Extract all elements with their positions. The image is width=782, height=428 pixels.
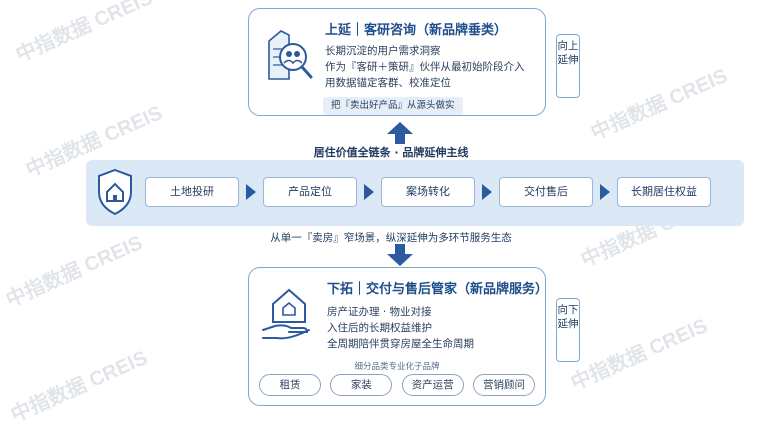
shield-home-icon bbox=[98, 168, 132, 216]
chain-step: 长期居住权益 bbox=[617, 177, 711, 207]
sub-brand-caption: 细分品类专业化子品牌 bbox=[354, 362, 440, 372]
sub-brand-tag: 租赁 bbox=[259, 374, 321, 396]
upstream-panel: 上延｜客研咨询（新品牌垂类） 长期沉淀的用户需求洞察 作为『客研＋策研』伙伴从最… bbox=[248, 8, 546, 116]
watermark: 中指数据 CREIS bbox=[7, 346, 151, 427]
chain-step: 土地投研 bbox=[145, 177, 239, 207]
down-arrow-icon bbox=[387, 244, 413, 266]
extend-label: 从单一『卖房』窄场景，纵深延伸为多环节服务生态 bbox=[270, 232, 512, 244]
watermark: 中指数据 CREIS bbox=[567, 314, 711, 395]
chain-step: 交付售后 bbox=[499, 177, 593, 207]
chain-arrow-icon bbox=[600, 184, 610, 200]
upstream-lines: 长期沉淀的用户需求洞察 作为『客研＋策研』伙伴从最初始阶段介入 用数据锚定客群、… bbox=[325, 43, 525, 91]
research-magnifier-icon bbox=[268, 30, 313, 80]
mainline-label: 居住价值全链条 · 品牌延伸主线 bbox=[313, 146, 469, 159]
downstream-lines: 房产证办理 · 物业对接 入住后的长期权益维护 全周期陪伴贯穿房屋全生命周期 bbox=[327, 304, 474, 352]
downstream-line: 入住后的长期权益维护 bbox=[327, 322, 432, 334]
extend-down-tag: 向下延伸 bbox=[556, 298, 580, 362]
downstream-line: 房产证办理 · 物业对接 bbox=[327, 306, 432, 318]
chain-arrow-icon bbox=[482, 184, 492, 200]
upstream-line: 作为『客研＋策研』伙伴从最初始阶段介入 bbox=[325, 61, 525, 73]
sub-brand-tag: 营销顾问 bbox=[472, 374, 535, 396]
downstream-title: 下拓｜交付与售后管家（新品牌服务） bbox=[327, 282, 549, 297]
up-arrow-icon bbox=[387, 122, 413, 144]
chain-arrow-icon bbox=[364, 184, 374, 200]
chain-step: 产品定位 bbox=[263, 177, 357, 207]
watermark: 中指数据 CREIS bbox=[12, 0, 156, 67]
upstream-title: 上延｜客研咨询（新品牌垂类） bbox=[325, 23, 508, 38]
downstream-panel: 下拓｜交付与售后管家（新品牌服务） 房产证办理 · 物业对接 入住后的长期权益维… bbox=[248, 267, 549, 406]
upstream-line: 用数据锚定客群、校准定位 bbox=[325, 77, 451, 89]
upstream-note: 把『卖出好产品』从源头做实 bbox=[323, 97, 463, 115]
watermark: 中指数据 CREIS bbox=[587, 64, 731, 145]
sub-brand-tag: 家装 bbox=[330, 374, 393, 396]
chain-step: 案场转化 bbox=[381, 177, 475, 207]
chain-arrow-icon bbox=[246, 184, 256, 200]
extend-up-tag: 向上延伸 bbox=[556, 34, 580, 98]
downstream-line: 全周期陪伴贯穿房屋全生命周期 bbox=[327, 338, 474, 350]
hand-home-icon bbox=[262, 288, 310, 340]
sub-brand-tag: 资产运营 bbox=[401, 374, 464, 396]
sub-brand-tags: 租赁 家装 资产运营 营销顾问 bbox=[259, 374, 535, 396]
upstream-line: 长期沉淀的用户需求洞察 bbox=[325, 45, 441, 57]
